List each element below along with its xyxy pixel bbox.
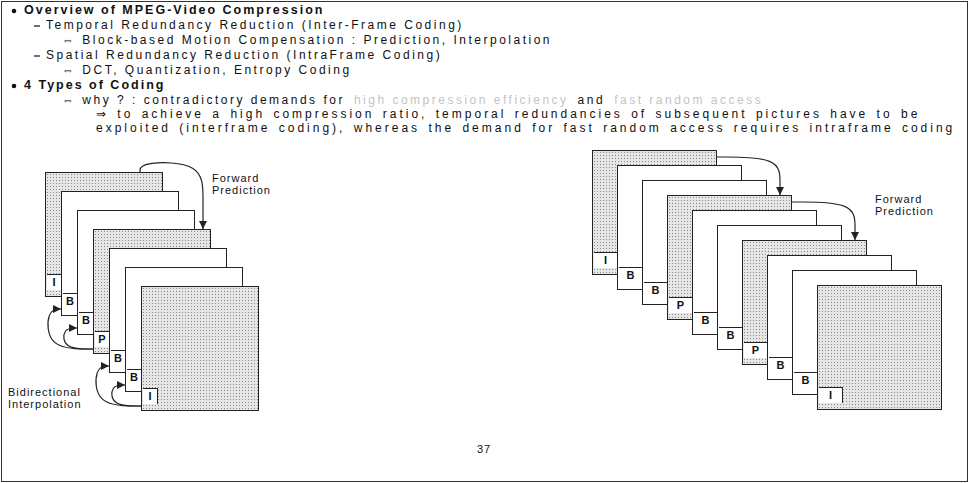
frame-type-label: I bbox=[594, 252, 618, 268]
explanation-text: ⇒ to achieve a high compression ratio, t… bbox=[96, 107, 958, 135]
frame-type-label: P bbox=[95, 331, 110, 347]
frame-type-label: P bbox=[744, 342, 768, 358]
text-row: ⇔ why ? : contradictory demands for high … bbox=[62, 93, 763, 107]
sub-bullet-text: ⇔ Block-based Motion Compensation : Pred… bbox=[62, 33, 552, 47]
bullet-dash bbox=[34, 55, 40, 56]
frame-type-label: B bbox=[719, 327, 743, 343]
faded-text: high compression efficiency bbox=[354, 93, 569, 107]
slide-heading: 4 Types of Coding bbox=[24, 78, 165, 92]
frame-type-label: B bbox=[619, 267, 643, 283]
slide-heading: Overview of MPEG-Video Compression bbox=[24, 3, 324, 17]
page-number: 37 bbox=[444, 442, 524, 456]
bullet-text: Temporal Redundancy Reduction (Inter-Fra… bbox=[46, 18, 464, 32]
video-frame: I bbox=[141, 286, 259, 411]
frame-type-label: B bbox=[127, 369, 142, 385]
frame-type-label: B bbox=[644, 282, 668, 298]
bullet-dot bbox=[12, 9, 17, 14]
sub-bullet-text: ⇔ DCT, Quantization, Entropy Coding bbox=[62, 63, 352, 77]
bullet-dash bbox=[34, 25, 40, 26]
frame-type-label: P bbox=[669, 297, 693, 313]
frame-type-label: B bbox=[794, 372, 818, 388]
frame-type-label: I bbox=[819, 387, 843, 403]
sub-bullet-text: and bbox=[578, 93, 606, 107]
bullet-text: Spatial Redundancy Reduction (IntraFrame… bbox=[46, 48, 442, 62]
frame-type-label: B bbox=[769, 357, 793, 373]
frame-type-label: B bbox=[111, 350, 126, 366]
frame-type-label: B bbox=[694, 312, 718, 328]
bullet-dot bbox=[12, 84, 17, 89]
video-frame: I bbox=[817, 285, 942, 410]
faded-text: fast random access bbox=[614, 93, 763, 107]
arrow-caption: Forward Prediction bbox=[875, 193, 960, 217]
arrow-caption: Forward Prediction bbox=[212, 172, 292, 196]
frame-type-label: B bbox=[79, 312, 94, 328]
arrow-caption: Bidirectional Interpolation bbox=[8, 386, 90, 410]
frame-type-label: I bbox=[143, 388, 158, 404]
frame-type-label: B bbox=[63, 293, 78, 309]
frame-type-label: I bbox=[47, 274, 62, 290]
sub-bullet-text: ⇔ why ? : contradictory demands for bbox=[62, 93, 345, 107]
